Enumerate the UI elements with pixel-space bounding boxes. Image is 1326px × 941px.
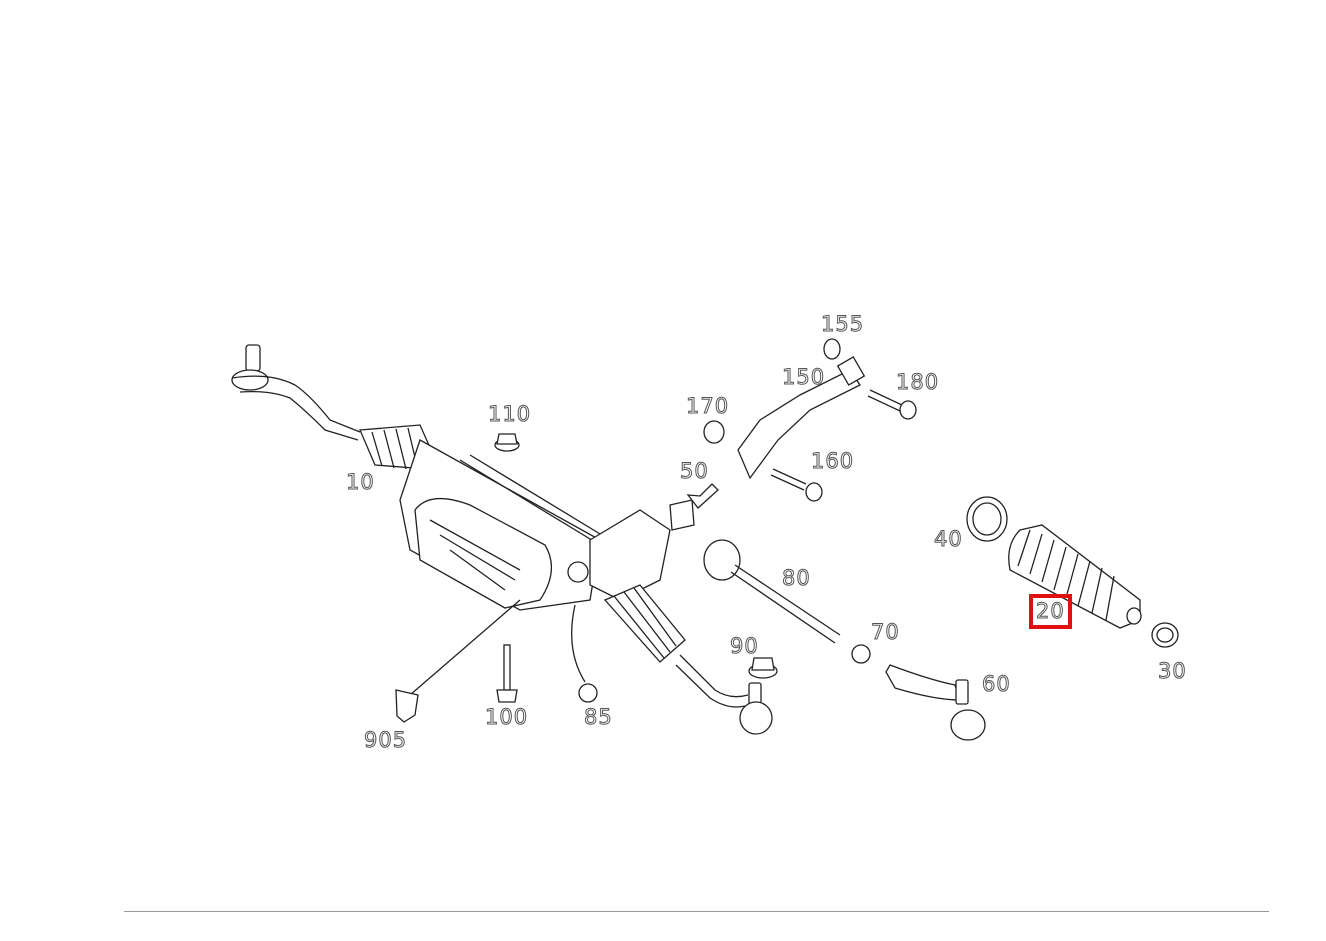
part-100-bolt <box>496 644 518 703</box>
callout-155[interactable]: 155 <box>820 312 865 336</box>
callout-60[interactable]: 60 <box>982 672 1011 696</box>
rack-housing <box>399 439 611 611</box>
part-60-tie-rod-end <box>885 664 986 741</box>
part-50-clip <box>686 483 719 509</box>
part-20-bellows <box>1008 524 1142 629</box>
right-bellows-on-gear <box>571 584 686 683</box>
part-170-washer <box>703 420 725 444</box>
callout-905[interactable]: 905 <box>363 728 408 752</box>
part-85-plug <box>578 683 598 703</box>
part-150-shaft <box>737 356 866 480</box>
part-160-bolt <box>770 468 823 502</box>
part-905-shape <box>395 689 419 723</box>
callout-10[interactable]: 10 <box>346 470 375 494</box>
left-tie-rod-end <box>231 344 361 441</box>
part-30-clamp <box>1151 622 1179 648</box>
callout-40[interactable]: 40 <box>934 527 963 551</box>
part-155-washer <box>823 338 841 360</box>
part-40-clamp <box>966 496 1008 542</box>
callout-150[interactable]: 150 <box>781 365 826 389</box>
pinion-housing <box>567 499 695 601</box>
part-70-nut <box>851 644 871 664</box>
part-110-nut <box>494 433 520 452</box>
right-tie-rod-end-assembled <box>675 654 773 735</box>
part-180-bolt <box>867 389 917 420</box>
callout-110[interactable]: 110 <box>487 402 532 426</box>
part-90-nut <box>748 657 778 679</box>
callout-80[interactable]: 80 <box>782 566 811 590</box>
callout-100[interactable]: 100 <box>484 705 529 729</box>
part-80-inner-tie-rod <box>703 539 841 644</box>
callout-160[interactable]: 160 <box>810 449 855 473</box>
callout-90[interactable]: 90 <box>730 634 759 658</box>
callout-50[interactable]: 50 <box>680 459 709 483</box>
callout-70[interactable]: 70 <box>871 620 900 644</box>
footer-divider <box>124 911 1269 912</box>
callout-20-selected[interactable]: 20 <box>1029 594 1072 629</box>
callout-180[interactable]: 180 <box>895 370 940 394</box>
callout-170[interactable]: 170 <box>685 394 730 418</box>
callout-85[interactable]: 85 <box>584 705 613 729</box>
callout-30[interactable]: 30 <box>1158 659 1187 683</box>
